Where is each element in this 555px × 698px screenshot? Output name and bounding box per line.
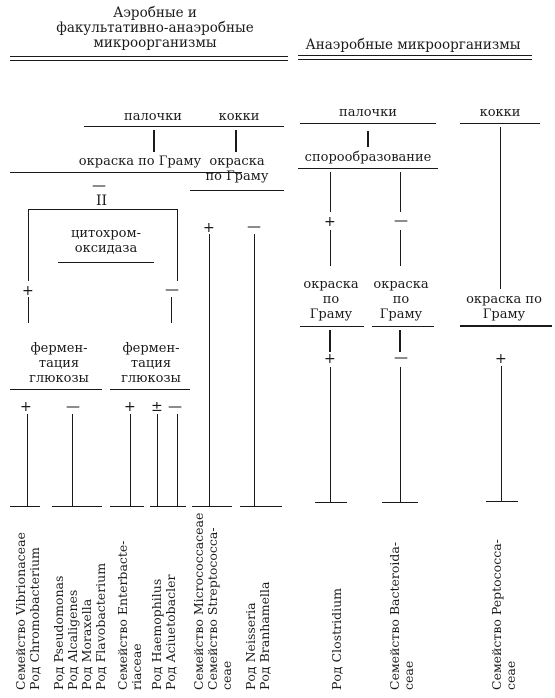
rods-aerobic-label: палочки bbox=[124, 109, 182, 124]
taxon-pseudo: Род Pseudomonas Род Alcaligenes Род Mora… bbox=[51, 562, 108, 690]
branch-right-drop bbox=[177, 209, 178, 281]
f1-plus-sign: + bbox=[20, 399, 32, 415]
cocci-aerobic-label: кокки bbox=[218, 109, 260, 124]
base-2 bbox=[52, 506, 102, 507]
cocci-aerobic-stem bbox=[235, 130, 237, 152]
cocci-anaerobic-stem bbox=[500, 127, 501, 289]
pepto-stem bbox=[501, 366, 502, 501]
rods-anaerobic-label: палочки bbox=[339, 105, 397, 120]
f2-minus-sign: — bbox=[168, 399, 182, 415]
acineto-stem bbox=[177, 414, 178, 506]
pepto-plus-sign: + bbox=[495, 351, 507, 367]
f2-pm-sign: ± bbox=[151, 399, 163, 415]
spore-label: спорообразование bbox=[304, 150, 432, 165]
base-1 bbox=[10, 506, 40, 507]
entero-stem bbox=[130, 414, 131, 506]
taxon-bacter: Семейство Bacteroida- ceae bbox=[387, 541, 416, 690]
f2-plus-sign: + bbox=[124, 399, 136, 415]
ferm-right-label: фермен- тация глюкозы bbox=[121, 341, 181, 386]
base-6 bbox=[240, 506, 282, 507]
spore-minus-stem bbox=[400, 230, 401, 266]
f1-minus-sign: — bbox=[66, 399, 80, 415]
taxon-haemo: Род Haemophilus Род Aciuetobacler bbox=[149, 574, 178, 690]
gram-bact-rule bbox=[372, 326, 434, 327]
header-aerobic: Аэробные и факультативно-анаэробные микр… bbox=[56, 5, 254, 51]
cl-stem-upper bbox=[329, 330, 331, 352]
cocci-aerobic-rule bbox=[190, 126, 284, 127]
taxon-vibrio: Семейство Vibrionaceae Род Chromobacteri… bbox=[13, 532, 42, 690]
micro-stem bbox=[209, 234, 210, 506]
rods-anaerobic-stem bbox=[367, 131, 369, 147]
ox-plus-stem bbox=[28, 297, 29, 323]
bact-minus-sign: — bbox=[394, 350, 408, 366]
spore-plus-sign: + bbox=[324, 214, 336, 230]
spore-minus-sign: — bbox=[394, 213, 408, 229]
ferm-left-label: фермен- тация глюкозы bbox=[29, 341, 89, 386]
oxidase-label: цитохром- оксидаза bbox=[70, 226, 142, 256]
header-anaerobic-rule-1 bbox=[298, 55, 532, 56]
ox-minus-stem bbox=[171, 297, 172, 323]
base-5 bbox=[192, 506, 232, 507]
pseudo-stem bbox=[72, 414, 73, 506]
gram-neg-main-sign: — bbox=[92, 178, 106, 194]
gram-cocci-aerobic-rule bbox=[190, 190, 284, 191]
haemo-stem bbox=[157, 414, 158, 506]
spore-left-drop bbox=[330, 172, 331, 212]
header-aerobic-rule-2 bbox=[10, 60, 288, 61]
header-anaerobic: Анаэробные микроорганизмы bbox=[305, 37, 521, 53]
taxon-clost: Род Clostridium bbox=[329, 587, 344, 690]
cocci-minus-sign: — bbox=[247, 219, 261, 235]
gram-cl-rule bbox=[300, 326, 364, 327]
cocci-anaerobic-label: кокки bbox=[479, 105, 521, 120]
cl-stem bbox=[330, 367, 331, 502]
header-aerobic-rule-1 bbox=[10, 56, 288, 57]
base-7 bbox=[315, 502, 347, 503]
ferm-left-rule bbox=[10, 389, 102, 390]
rods-aerobic-rule bbox=[84, 126, 224, 127]
gram-pepto-rule bbox=[460, 325, 552, 327]
header-anaerobic-rule-2 bbox=[298, 59, 532, 60]
ferm-right-rule bbox=[110, 389, 190, 390]
spore-right-drop bbox=[400, 172, 401, 212]
ox-plus-sign: + bbox=[22, 283, 34, 299]
cocci-anaerobic-rule bbox=[460, 123, 540, 124]
gram-cocci-aerobic-label: окраска по Граму bbox=[205, 154, 269, 184]
branch-left-drop bbox=[28, 209, 29, 281]
gram-neg-double-sign: II bbox=[96, 193, 108, 209]
gram-neg-branch-rule bbox=[28, 209, 178, 210]
cl-plus-sign: + bbox=[324, 351, 336, 367]
base-9 bbox=[486, 501, 518, 502]
vibrio-stem bbox=[27, 414, 28, 506]
ox-minus-sign: — bbox=[165, 282, 179, 298]
base-8 bbox=[382, 502, 418, 503]
taxon-entero: Семейство Enterbacte- riaceae bbox=[115, 540, 144, 690]
base-3 bbox=[110, 506, 144, 507]
base-4 bbox=[150, 506, 186, 507]
cocci-plus-sign: + bbox=[203, 220, 215, 236]
taxon-micro: Семейство Micrococcaceae Семейство Strep… bbox=[191, 512, 234, 690]
oxidase-rule bbox=[58, 262, 154, 263]
neiss-stem bbox=[254, 234, 255, 506]
bact-stem-upper bbox=[399, 330, 401, 352]
spore-rule bbox=[298, 168, 438, 169]
bact-stem bbox=[400, 367, 401, 502]
gram-bact-label: окраска по Граму bbox=[373, 277, 429, 322]
taxon-neiss: Род Neisseria Род Branhamella bbox=[243, 581, 272, 690]
rods-anaerobic-rule bbox=[300, 123, 436, 124]
gram-rods-aerobic-label: окраска по Граму bbox=[78, 154, 202, 169]
gram-cl-label: окраска по Граму bbox=[303, 277, 359, 322]
gram-pepto-label: окраска по Граму bbox=[466, 292, 542, 322]
rods-aerobic-stem bbox=[153, 130, 155, 152]
gram-rods-aerobic-rule bbox=[10, 172, 242, 173]
taxon-pepto: Семейство Peptococca- ceae bbox=[489, 539, 518, 690]
spore-plus-stem bbox=[330, 230, 331, 266]
